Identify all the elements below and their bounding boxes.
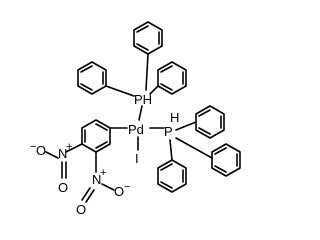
phenyl-right-top [195,105,225,139]
bond-p-phenyl-top [145,53,149,91]
atom-n-left: N [58,146,67,161]
atom-o-left: O [36,143,46,158]
atom-o-bottom-left: O [76,202,86,217]
bond-p-phenyl-left [105,85,135,97]
structure-canvas: PH Pd I N + O − O N + O − O H P [30,21,241,217]
bond-p-phenyl-right [149,85,159,95]
phenyl-top [133,21,163,55]
aryl-ring [81,119,111,153]
atom-ph-top: PH [134,92,152,107]
charge-plus-bottom: + [100,167,106,179]
bond-n-o-bottom-left-double [85,189,95,203]
bond-n-o-bottom-right [101,183,115,191]
bond-n-o-bottom-left [81,187,91,201]
phenyl-bottom-middle [157,159,187,193]
charge-minus-bottom: − [124,181,130,193]
atom-o-down: O [58,180,68,195]
phenyl-upper-left [77,61,107,95]
bond-n-o-left [45,151,59,159]
bond-aryl-no2-left [65,143,83,153]
bond-p-pd [138,105,143,121]
phenyl-right-bottom [211,143,241,177]
atom-o-bottom-right: O [114,184,124,199]
molecule-drawing: PH Pd I N + O − O N + O − O H P [30,21,241,217]
bond-p-phenyl-right-bottom [175,137,213,159]
bond-p-phenyl-right-top [175,121,197,131]
atom-n-bottom: N [92,172,101,187]
atom-p-right: P [164,124,173,139]
bond-p-phenyl-bottom-middle [169,139,173,161]
charge-minus-left: − [30,141,36,153]
charge-plus-left: + [66,141,72,153]
atom-i: I [135,151,139,166]
atom-pd: Pd [128,122,144,137]
phenyl-upper-right [157,61,187,95]
atom-h-right: H [170,110,179,125]
